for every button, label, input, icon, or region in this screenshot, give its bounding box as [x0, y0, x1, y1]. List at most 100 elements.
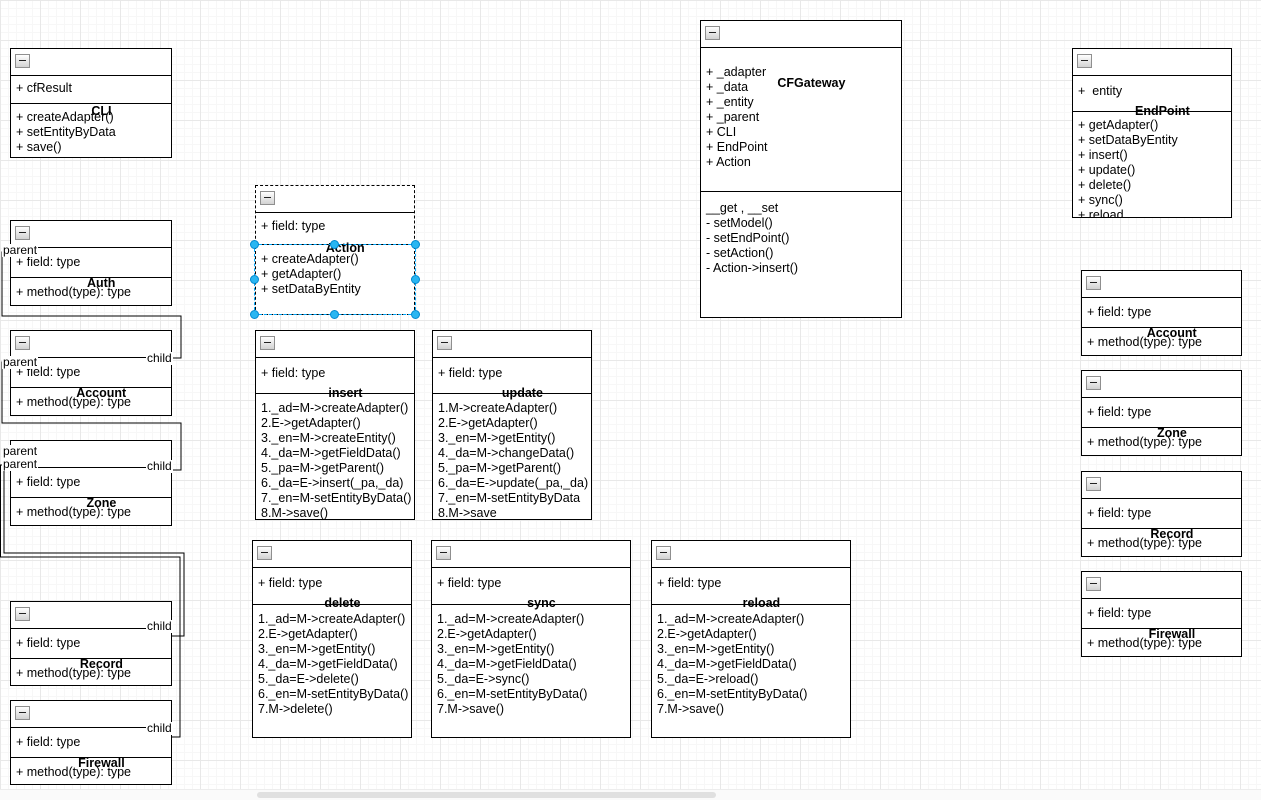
class-account-left[interactable]: Account + field: type + method(type): ty…	[10, 330, 172, 416]
fields-compartment: + cfResult	[11, 76, 171, 104]
fields-compartment: + field: type	[432, 568, 630, 605]
class-action[interactable]: Action + field: type + createAdapter()+ …	[255, 185, 415, 315]
member-line: + field: type	[1087, 506, 1152, 520]
class-cli[interactable]: CLI + cfResult + createAdapter()+ setEnt…	[10, 48, 172, 158]
class-firewall-right[interactable]: Firewall + field: type + method(type): t…	[1081, 571, 1242, 657]
member-line: 5._da=E->sync()	[437, 672, 530, 686]
class-sync[interactable]: sync + field: type 1._ad=M->createAdapte…	[431, 540, 631, 738]
member-line: + field: type	[1087, 405, 1152, 419]
class-record-right[interactable]: Record + field: type + method(type): typ…	[1081, 471, 1242, 557]
member-line: + _entity	[706, 95, 754, 109]
collapse-icon[interactable]	[15, 706, 30, 720]
member-line: 1._ad=M->createAdapter()	[261, 401, 409, 415]
resize-handle-middle-left[interactable]	[250, 274, 259, 284]
collapse-icon[interactable]	[1077, 54, 1092, 68]
edge-label-child: child	[146, 459, 173, 473]
class-update[interactable]: update + field: type 1.M->createAdapter(…	[432, 330, 592, 520]
class-title-bar: sync	[432, 541, 630, 610]
class-title: Record	[1150, 527, 1194, 541]
class-title: Account	[76, 386, 127, 400]
member-line: 7.M->save()	[437, 702, 505, 716]
methods-compartment: + method(type): type	[1082, 629, 1241, 651]
methods-compartment: 1._ad=M->createAdapter()2.E->getAdapter(…	[253, 605, 411, 717]
methods-compartment: + method(type): type	[11, 758, 171, 780]
fields-compartment: + field: type	[11, 629, 171, 659]
edge-label-child: child	[146, 351, 173, 365]
collapse-icon[interactable]	[260, 336, 275, 350]
class-reload[interactable]: reload + field: type 1._ad=M->createAdap…	[651, 540, 851, 738]
collapse-icon[interactable]	[260, 191, 275, 205]
class-zone-left[interactable]: Zone + field: type + method(type): type	[10, 440, 172, 526]
member-line: + _parent	[706, 110, 760, 124]
member-line: + method(type): type	[16, 395, 131, 409]
collapse-icon[interactable]	[257, 546, 272, 560]
member-line: 4._da=M->getFieldData()	[258, 657, 398, 671]
edge-label-parent: parent	[2, 355, 39, 369]
collapse-icon[interactable]	[1086, 477, 1101, 491]
collapse-icon[interactable]	[1086, 376, 1101, 390]
member-line: 4._da=M->changeData()	[438, 446, 575, 460]
class-title: CFGateway	[777, 76, 846, 90]
class-cfgateway[interactable]: CFGateway + _adapter+ _data+ _entity+ _p…	[700, 20, 902, 318]
class-account-right[interactable]: Account + field: type + method(type): ty…	[1081, 270, 1242, 356]
member-line: + method(type): type	[16, 666, 131, 680]
methods-compartment: + createAdapter()+ setEntityByData+ save…	[11, 104, 171, 155]
member-line: + _data	[706, 80, 749, 94]
resize-handle-top-middle[interactable]	[330, 240, 339, 249]
collapse-icon[interactable]	[15, 226, 30, 240]
class-auth[interactable]: Auth + field: type + method(type): type	[10, 220, 172, 306]
collapse-icon[interactable]	[656, 546, 671, 560]
resize-handle-bottom-middle[interactable]	[330, 310, 339, 319]
class-zone-right[interactable]: Zone + field: type + method(type): type	[1081, 370, 1242, 456]
collapse-icon[interactable]	[705, 26, 720, 40]
member-line: 3._en=M->createEntity()	[261, 431, 396, 445]
class-title: Zone	[1156, 426, 1187, 440]
resize-handle-bottom-right[interactable]	[411, 310, 420, 319]
collapse-icon[interactable]	[436, 546, 451, 560]
resize-handle-bottom-left[interactable]	[250, 310, 259, 319]
fields-compartment: + field: type	[433, 358, 591, 394]
member-line: 2.E->getAdapter()	[437, 627, 537, 641]
edge-label-parent: parent	[2, 457, 39, 471]
member-line: - setAction()	[706, 246, 774, 260]
class-insert[interactable]: insert + field: type 1._ad=M->createAdap…	[255, 330, 415, 520]
member-line: + cfResult	[16, 81, 72, 95]
methods-compartment: + createAdapter()+ getAdapter()+ setData…	[256, 245, 414, 297]
collapse-icon[interactable]	[437, 336, 452, 350]
class-title-bar: Zone	[1082, 371, 1241, 440]
class-firewall-left[interactable]: Firewall + field: type + method(type): t…	[10, 700, 172, 785]
class-record-left[interactable]: Record + field: type + method(type): typ…	[10, 601, 172, 686]
class-title: insert	[328, 386, 363, 400]
class-endpoint[interactable]: EndPoint + entity + getAdapter()+ setDat…	[1072, 48, 1232, 218]
member-line: 4._da=M->getFieldData()	[261, 446, 401, 460]
horizontal-scrollbar[interactable]	[0, 789, 1261, 800]
member-line: 5._pa=M->getParent()	[261, 461, 384, 475]
edge-label-child: child	[146, 721, 173, 735]
class-title-bar: update	[433, 331, 591, 400]
collapse-icon[interactable]	[15, 54, 30, 68]
class-delete[interactable]: delete + field: type 1._ad=M->createAdap…	[252, 540, 412, 738]
resize-handle-middle-right[interactable]	[411, 274, 420, 284]
fields-compartment: + field: type	[256, 358, 414, 394]
collapse-icon[interactable]	[1086, 276, 1101, 290]
member-line: - setEndPoint()	[706, 231, 790, 245]
collapse-icon[interactable]	[15, 336, 30, 350]
resize-handle-top-right[interactable]	[411, 240, 420, 249]
member-line: 7._en=M-setEntityByData	[438, 491, 581, 505]
selection-outline[interactable]	[250, 240, 420, 319]
class-title: Account	[1146, 326, 1197, 340]
fields-compartment: + field: type	[11, 248, 171, 278]
collapse-icon[interactable]	[15, 607, 30, 621]
member-line: + method(type): type	[1087, 435, 1202, 449]
horizontal-scrollbar-thumb[interactable]	[257, 792, 716, 798]
member-line: 1._ad=M->createAdapter()	[437, 612, 585, 626]
member-line: 6._en=M-setEntityByData()	[437, 687, 588, 701]
member-line: 3._en=M->getEntity()	[437, 642, 555, 656]
resize-handle-top-left[interactable]	[250, 240, 259, 249]
collapse-icon[interactable]	[1086, 577, 1101, 591]
member-line: + field: type	[657, 576, 722, 590]
member-line: - setModel()	[706, 216, 773, 230]
methods-compartment: + getAdapter()+ setDataByEntity+ insert(…	[1073, 112, 1231, 217]
member-line: 5._da=E->reload()	[657, 672, 759, 686]
